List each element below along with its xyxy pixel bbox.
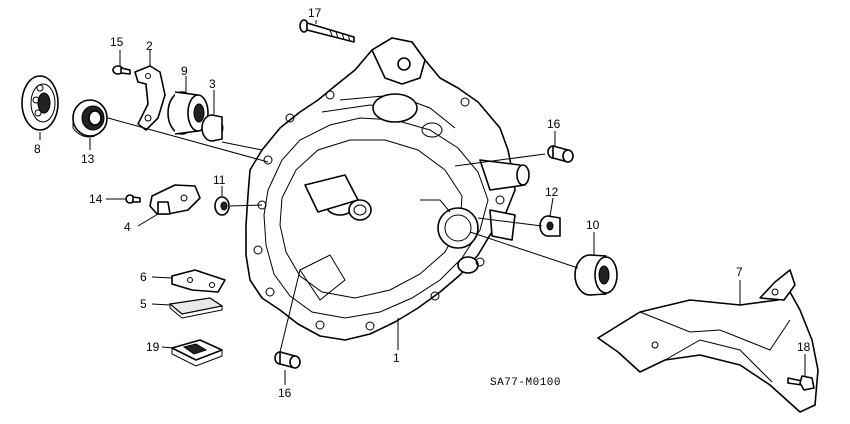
oil-seal-10 bbox=[574, 254, 618, 296]
callout-3: 3 bbox=[209, 77, 216, 91]
callout-19: 19 bbox=[146, 340, 160, 354]
callout-1: 1 bbox=[393, 351, 400, 365]
callout-16-upper: 16 bbox=[547, 117, 561, 131]
callout-16-lower: 16 bbox=[278, 386, 292, 400]
leader-lines bbox=[39, 20, 806, 385]
callout-18: 18 bbox=[797, 340, 811, 354]
callout-2: 2 bbox=[146, 39, 153, 53]
callout-15: 15 bbox=[110, 35, 124, 49]
plate-6 bbox=[171, 269, 226, 293]
needle-bearing-9 bbox=[167, 91, 209, 135]
callout-8: 8 bbox=[34, 142, 41, 156]
bushing-12 bbox=[539, 215, 561, 237]
callout-9: 9 bbox=[181, 64, 188, 78]
dowel-pin-16-lower bbox=[274, 351, 301, 369]
callout-10: 10 bbox=[586, 218, 600, 232]
bolt-17 bbox=[299, 19, 355, 43]
callout-5: 5 bbox=[140, 297, 147, 311]
bolt-15 bbox=[112, 65, 131, 75]
guide-plate-2 bbox=[134, 65, 166, 131]
diagram-code: SA77-M0100 bbox=[490, 377, 561, 389]
callout-labels: 1 2 3 4 5 6 7 8 9 10 11 12 13 14 15 16 1… bbox=[34, 6, 811, 400]
transmission-housing bbox=[245, 37, 530, 341]
callout-17: 17 bbox=[308, 6, 322, 20]
washer-11 bbox=[214, 196, 230, 216]
dowel-pin-16-upper bbox=[547, 145, 574, 163]
callout-12: 12 bbox=[545, 185, 559, 199]
bolt-14 bbox=[125, 194, 141, 204]
bolt-18 bbox=[787, 375, 815, 391]
bushing-3 bbox=[201, 114, 224, 142]
callout-13: 13 bbox=[81, 152, 95, 166]
oil-seal-13 bbox=[72, 99, 108, 138]
callout-6: 6 bbox=[140, 270, 147, 284]
callout-14: 14 bbox=[89, 192, 103, 206]
callout-4: 4 bbox=[124, 220, 131, 234]
pad-5 bbox=[168, 297, 224, 319]
callout-11: 11 bbox=[213, 173, 226, 187]
splash-shield-7 bbox=[597, 269, 819, 413]
callout-7: 7 bbox=[736, 265, 743, 279]
bracket-4 bbox=[149, 184, 201, 215]
ball-bearing-8 bbox=[21, 75, 59, 131]
clip-19 bbox=[171, 339, 223, 367]
